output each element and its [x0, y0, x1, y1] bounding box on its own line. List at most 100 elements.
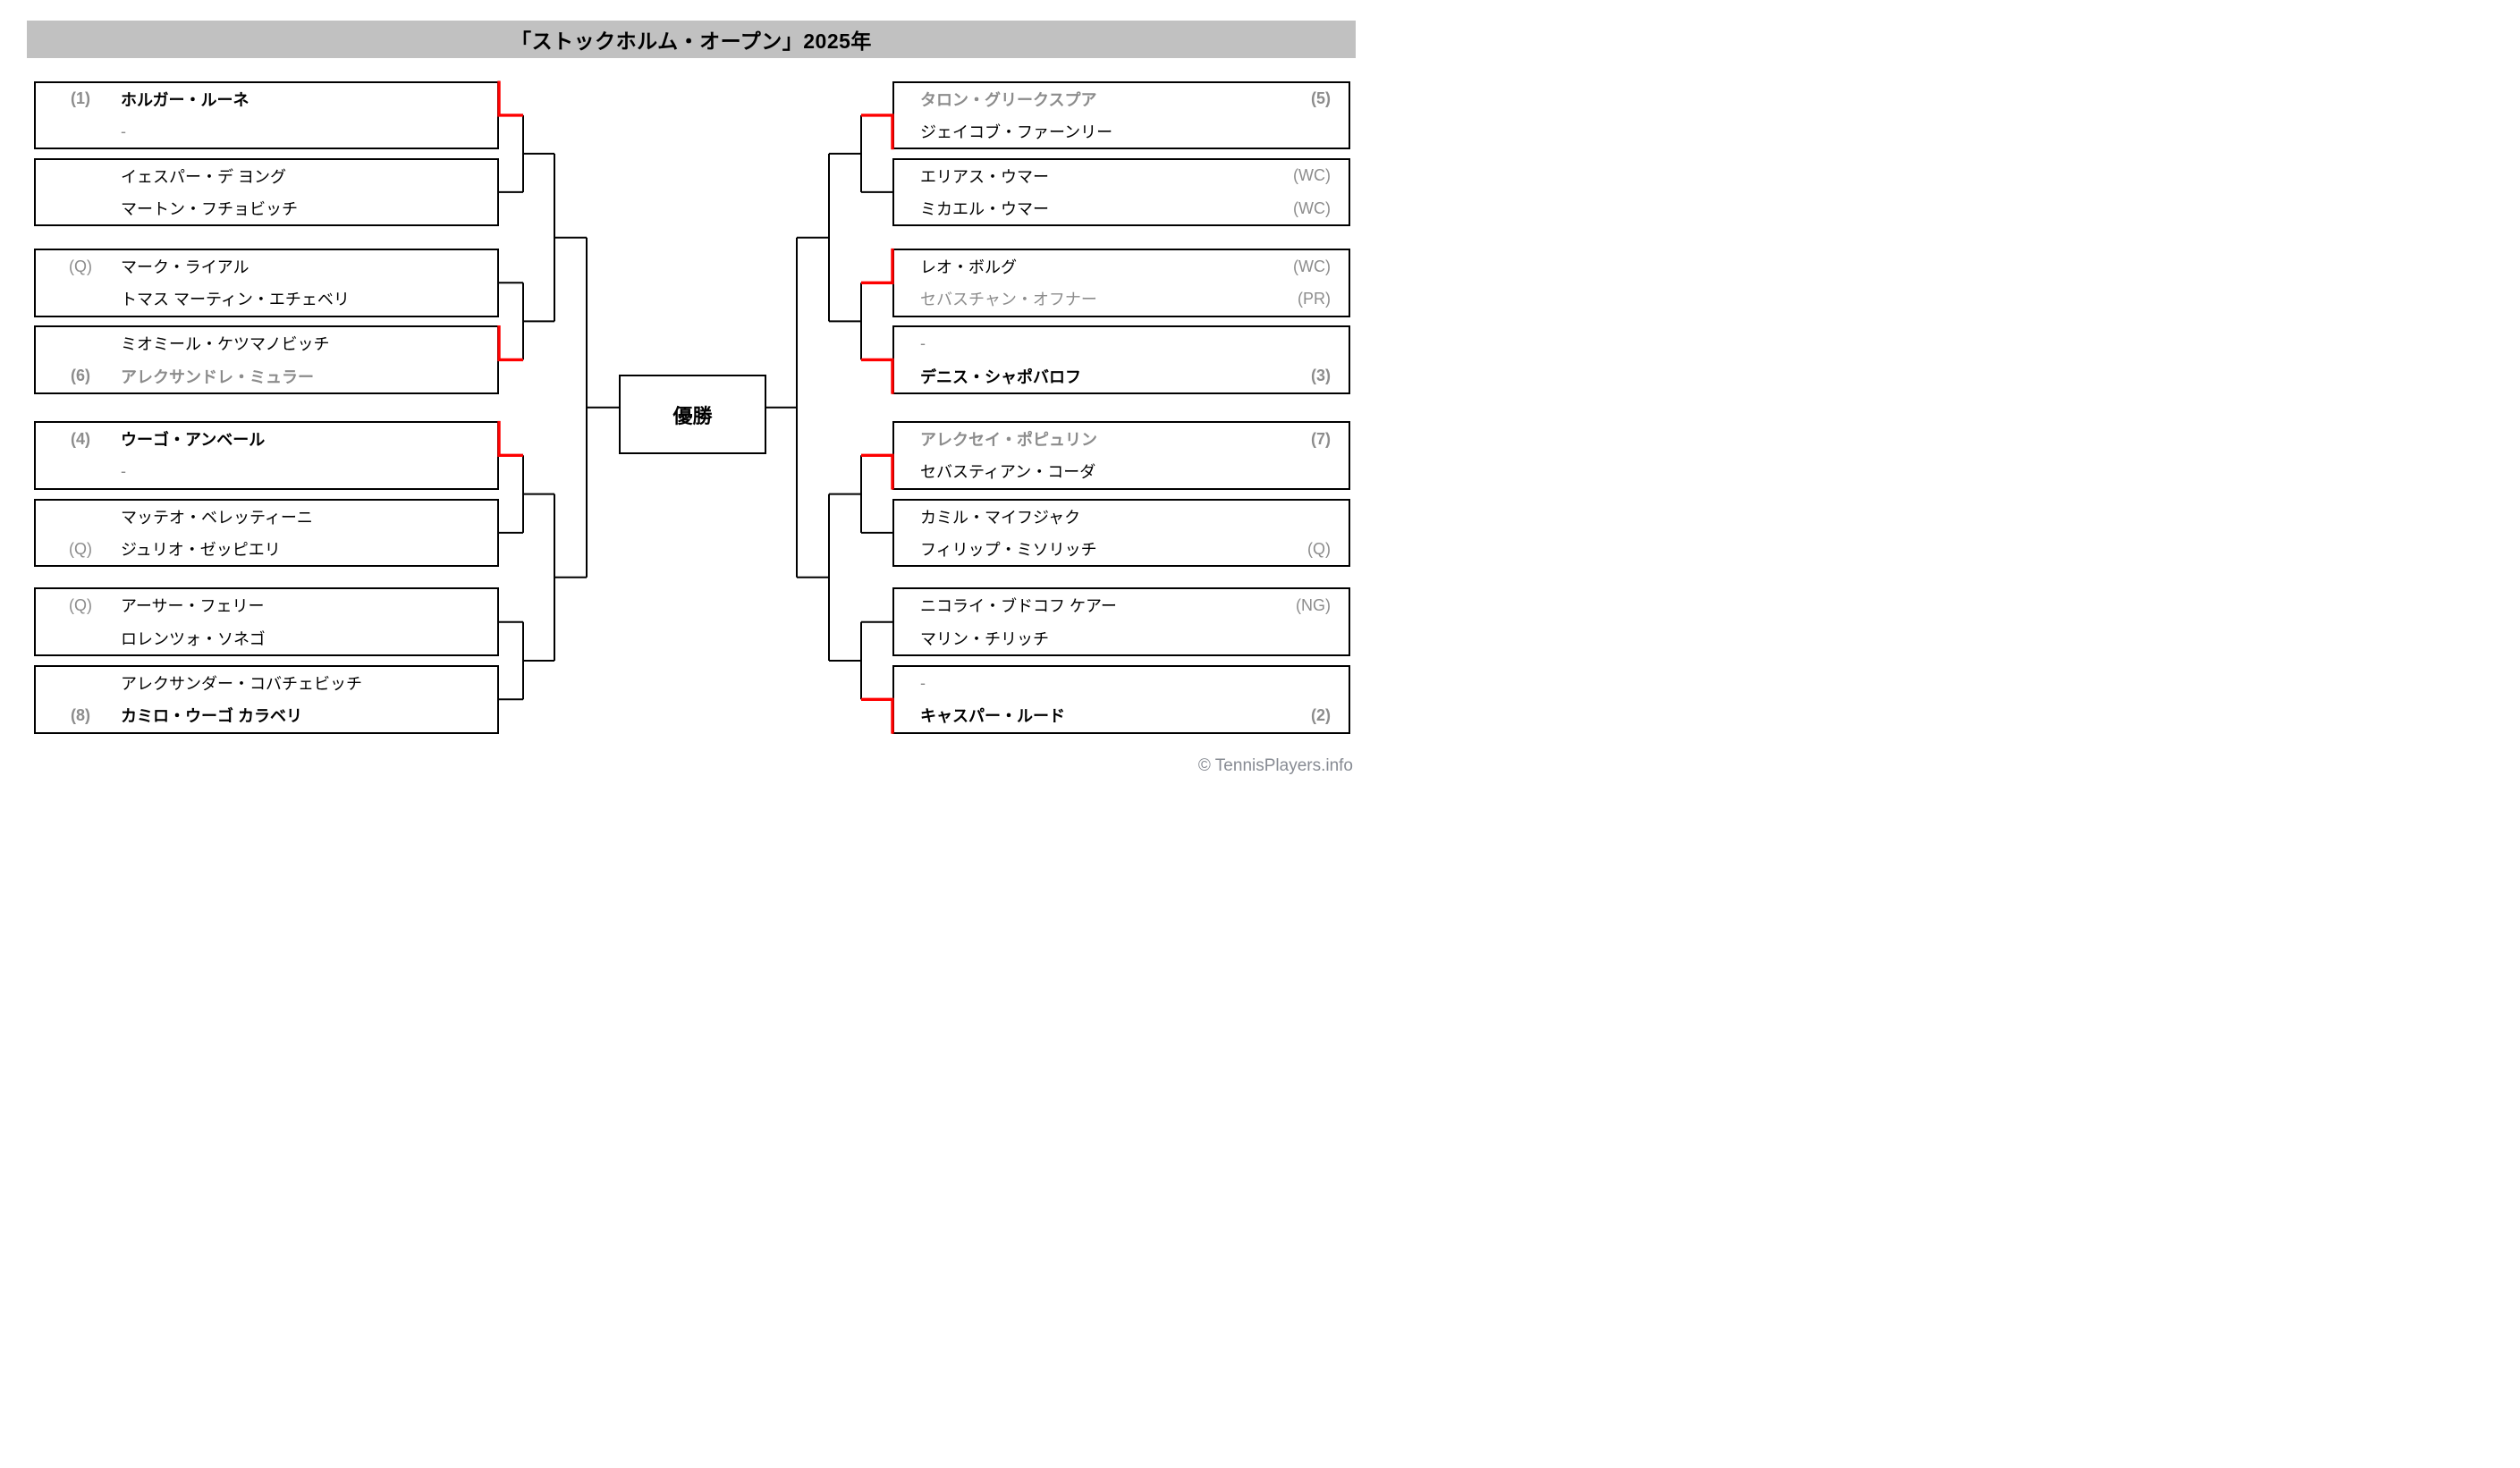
- player-row: フィリップ・ミソリッチ (Q): [894, 533, 1349, 565]
- entry-tag: (WC): [1293, 166, 1331, 185]
- player-name: エリアス・ウマー: [920, 167, 1049, 186]
- player-row: エリアス・ウマー (WC): [894, 160, 1349, 192]
- entry-tag: (3): [1311, 367, 1331, 385]
- player-name: -: [920, 333, 926, 352]
- copyright-text: © TennisPlayers.info: [1197, 756, 1353, 775]
- player-name: トマス マーティン・エチェベリ: [121, 291, 350, 309]
- player-name: アレクサンダー・コバチェビッチ: [121, 675, 362, 694]
- seed-label: (1): [71, 89, 90, 108]
- player-name: マッテオ・ベレッティーニ: [121, 508, 313, 527]
- entry-tag: (2): [1311, 705, 1331, 724]
- entry-tag: (PR): [1298, 289, 1331, 308]
- player-row: (6) アレクサンドレ・ミュラー: [36, 359, 497, 392]
- player-name: アレクサンドレ・ミュラー: [121, 367, 314, 386]
- player-row: (Q) アーサー・フェリー: [36, 589, 497, 621]
- player-row: デニス・シャポバロフ (3): [894, 359, 1349, 392]
- player-row: イェスパー・デ ヨング: [36, 160, 497, 192]
- player-row: マリン・チリッチ: [894, 622, 1349, 654]
- entry-tag: (Q): [1307, 539, 1331, 558]
- match-box-right-6: カミル・マイフジャク フィリップ・ミソリッチ (Q): [892, 498, 1350, 568]
- player-row: -: [36, 455, 497, 487]
- match-box-right-2: エリアス・ウマー (WC) ミカエル・ウマー (WC): [892, 157, 1350, 227]
- player-name: マーク・ライアル: [121, 258, 249, 277]
- player-row: カミル・マイフジャク: [894, 501, 1349, 533]
- player-name: ロレンツォ・ソネゴ: [121, 629, 266, 648]
- player-name: セバスチャン・オフナー: [920, 291, 1097, 309]
- player-row: (1) ホルガー・ルーネ: [36, 83, 497, 115]
- match-box-left-8: アレクサンダー・コバチェビッチ (8) カミロ・ウーゴ カラベリ: [34, 664, 499, 734]
- player-row: アレクサンダー・コバチェビッチ: [36, 667, 497, 699]
- seed-label: (4): [71, 429, 90, 448]
- player-row: ミオミール・ケツマノビッチ: [36, 327, 497, 359]
- champion-label: 優勝: [672, 404, 713, 427]
- seed-label: (8): [71, 705, 90, 724]
- seed-label: (Q): [69, 257, 92, 275]
- match-box-left-6: マッテオ・ベレッティーニ (Q) ジュリオ・ゼッピエリ: [34, 498, 499, 568]
- player-row: レオ・ボルグ (WC): [894, 250, 1349, 283]
- match-box-right-4: - デニス・シャポバロフ (3): [892, 325, 1350, 394]
- player-row: ロレンツォ・ソネゴ: [36, 622, 497, 654]
- entry-tag: (NG): [1296, 595, 1331, 614]
- player-row: タロン・グリークスプア (5): [894, 83, 1349, 115]
- player-row: -: [894, 327, 1349, 359]
- player-row: マッテオ・ベレッティーニ: [36, 501, 497, 533]
- player-name: マリン・チリッチ: [920, 629, 1049, 648]
- player-row: トマス マーティン・エチェベリ: [36, 283, 497, 315]
- match-box-left-1: (1) ホルガー・ルーネ -: [34, 80, 499, 150]
- player-row: (Q) マーク・ライアル: [36, 250, 497, 283]
- player-row: -: [36, 115, 497, 148]
- player-row: ニコライ・ブドコフ ケアー (NG): [894, 589, 1349, 621]
- player-name: カミル・マイフジャク: [920, 508, 1081, 527]
- player-name: デニス・シャポバロフ: [920, 367, 1081, 386]
- match-box-right-5: アレクセイ・ポピュリン (7) セバスティアン・コーダ: [892, 420, 1350, 490]
- player-name: -: [920, 673, 926, 692]
- page-title: 「ストックホルム・オープン」2025年: [511, 30, 872, 53]
- entry-tag: (WC): [1293, 198, 1331, 217]
- player-name: ジュリオ・ゼッピエリ: [121, 541, 281, 560]
- player-name: ミオミール・ケツマノビッチ: [121, 335, 330, 354]
- entry-tag: (5): [1311, 89, 1331, 108]
- seed-label: (6): [71, 367, 90, 385]
- player-name: フィリップ・ミソリッチ: [920, 541, 1097, 560]
- player-name: セバスティアン・コーダ: [920, 463, 1096, 482]
- player-row: (Q) ジュリオ・ゼッピエリ: [36, 533, 497, 565]
- match-box-left-7: (Q) アーサー・フェリー ロレンツォ・ソネゴ: [34, 587, 499, 657]
- champion-box: 優勝: [619, 375, 766, 454]
- player-row: キャスパー・ルード (2): [894, 699, 1349, 731]
- player-row: -: [894, 667, 1349, 699]
- player-name: レオ・ボルグ: [920, 258, 1017, 277]
- player-name: ミカエル・ウマー: [920, 200, 1049, 219]
- match-box-right-3: レオ・ボルグ (WC) セバスチャン・オフナー (PR): [892, 248, 1350, 317]
- player-name: キャスパー・ルード: [920, 707, 1065, 726]
- match-box-left-5: (4) ウーゴ・アンベール -: [34, 420, 499, 490]
- player-name: イェスパー・デ ヨング: [121, 167, 286, 186]
- player-name: ジェイコブ・ファーンリー: [920, 123, 1113, 142]
- match-box-left-4: ミオミール・ケツマノビッチ (6) アレクサンドレ・ミュラー: [34, 325, 499, 394]
- player-row: セバスティアン・コーダ: [894, 455, 1349, 487]
- player-row: アレクセイ・ポピュリン (7): [894, 423, 1349, 455]
- player-name: アレクセイ・ポピュリン: [920, 431, 1097, 450]
- player-name: ウーゴ・アンベール: [121, 431, 266, 450]
- player-name: ホルガー・ルーネ: [121, 90, 249, 109]
- player-row: (4) ウーゴ・アンベール: [36, 423, 497, 455]
- player-name: タロン・グリークスプア: [920, 90, 1097, 109]
- player-name: カミロ・ウーゴ カラベリ: [121, 707, 302, 726]
- match-box-left-2: イェスパー・デ ヨング マートン・フチョビッチ: [34, 157, 499, 227]
- match-box-right-8: - キャスパー・ルード (2): [892, 664, 1350, 734]
- player-row: マートン・フチョビッチ: [36, 192, 497, 224]
- player-row: (8) カミロ・ウーゴ カラベリ: [36, 699, 497, 731]
- seed-label: (Q): [69, 595, 92, 614]
- player-name: マートン・フチョビッチ: [121, 200, 298, 219]
- match-box-right-1: タロン・グリークスプア (5) ジェイコブ・ファーンリー: [892, 80, 1350, 150]
- match-box-left-3: (Q) マーク・ライアル トマス マーティン・エチェベリ: [34, 248, 499, 317]
- seed-label: (Q): [69, 539, 92, 558]
- player-name: ニコライ・ブドコフ ケアー: [920, 597, 1117, 616]
- player-name: アーサー・フェリー: [121, 597, 265, 616]
- player-row: セバスチャン・オフナー (PR): [894, 283, 1349, 315]
- player-row: ミカエル・ウマー (WC): [894, 192, 1349, 224]
- player-name: -: [121, 122, 126, 140]
- entry-tag: (7): [1311, 429, 1331, 448]
- tournament-bracket: 「ストックホルム・オープン」2025年 (1) ホルガー・ルーネ - イェスパー…: [0, 0, 1382, 805]
- title-band: 「ストックホルム・オープン」2025年: [27, 21, 1356, 58]
- player-name: -: [121, 461, 126, 480]
